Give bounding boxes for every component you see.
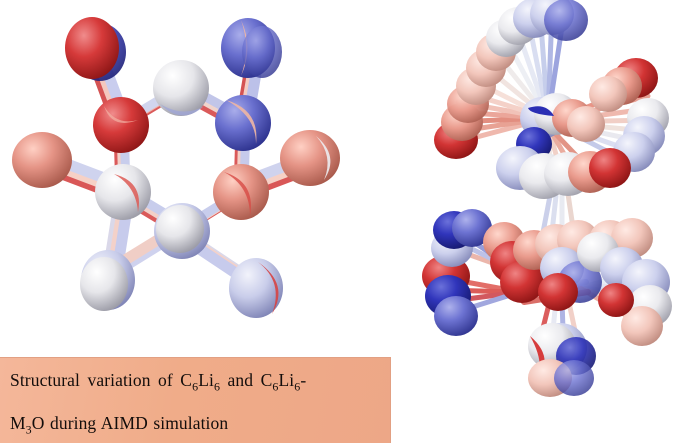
caption-line-2: M3O during AIMD simulation xyxy=(10,413,382,436)
atom-c-stripe xyxy=(160,104,204,116)
caption-text-part: Li xyxy=(198,370,214,390)
caption-text-part: and C xyxy=(220,370,273,390)
caption-text-part: Li xyxy=(278,370,295,390)
atom-li xyxy=(434,296,478,336)
atom-c xyxy=(589,148,631,188)
atom-li xyxy=(589,76,627,112)
atom-c xyxy=(156,205,204,253)
atom-group-carbon xyxy=(93,60,271,259)
atom-li xyxy=(65,17,119,79)
atom-c-stripe xyxy=(104,106,138,123)
caption-text-part: - xyxy=(300,370,307,390)
atom-c xyxy=(213,164,269,220)
caption-text-part: Structural variation of C xyxy=(10,370,193,390)
caption-panel: Structural variation of C6Li6 and C6Li6-… xyxy=(0,357,391,443)
caption-subscript: 6 xyxy=(213,379,221,394)
molecule-panel-c6li6 xyxy=(0,0,345,355)
caption-subscript: 6 xyxy=(272,379,279,394)
atom-group-lithium xyxy=(12,17,340,318)
molecule-panel-c6li6-m3o xyxy=(400,0,680,400)
caption-text-part: M xyxy=(10,413,26,434)
atom-li xyxy=(280,130,340,186)
atom-c xyxy=(215,95,271,151)
atom-li xyxy=(598,283,634,317)
atom-c xyxy=(500,261,544,303)
caption-subscript: 6 xyxy=(192,379,199,394)
caption-subscript: 3 xyxy=(25,422,32,437)
atom-li xyxy=(452,209,492,247)
atom-li xyxy=(544,0,588,41)
caption-text-part: O during AIMD simulation xyxy=(31,413,229,434)
caption-subscript: 6 xyxy=(294,379,301,394)
atom-group-lower xyxy=(422,209,672,397)
atom-li xyxy=(621,306,663,346)
atom-li xyxy=(554,360,594,396)
atom-li xyxy=(242,26,282,78)
atom-li xyxy=(12,132,72,188)
atom-li-wedge xyxy=(316,136,331,180)
atom-c xyxy=(567,106,605,142)
atom-c xyxy=(538,273,578,311)
atom-li xyxy=(229,258,283,318)
atom-c xyxy=(93,97,149,153)
caption-line-1: Structural variation of C6Li6 and C6Li6- xyxy=(10,370,382,393)
atom-c-stripe xyxy=(226,100,257,144)
atom-c-stripe xyxy=(528,106,554,116)
atom-c-stripe xyxy=(114,174,139,212)
atom-c xyxy=(153,60,209,116)
atom-group-upper xyxy=(434,0,669,199)
atom-li xyxy=(80,257,128,311)
atom-c xyxy=(95,164,151,220)
atom-c-stripe xyxy=(224,172,251,216)
